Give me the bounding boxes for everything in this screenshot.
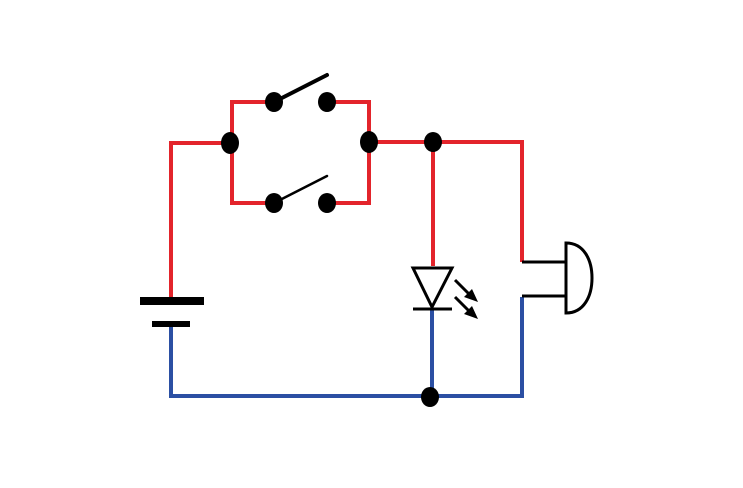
switch-terminal xyxy=(318,92,336,112)
wire-battery-to-ground xyxy=(169,297,524,398)
junction-dot xyxy=(421,387,439,407)
switch-lower-icon xyxy=(272,174,329,205)
buzzer-icon xyxy=(522,241,594,315)
junction-dots xyxy=(221,92,442,407)
switch-terminal xyxy=(318,193,336,213)
wire-switches-to-buzzer xyxy=(369,140,524,262)
junction-dot xyxy=(360,131,378,153)
wire-switch-bridge-left xyxy=(230,100,274,205)
led-icon xyxy=(410,266,478,319)
wire-battery-to-switches xyxy=(169,141,230,298)
junction-dot xyxy=(221,132,239,154)
positive-wires xyxy=(169,100,524,298)
switch-terminal xyxy=(265,193,283,213)
wire-switch-bridge-right xyxy=(327,100,371,205)
junction-dot xyxy=(424,132,442,152)
negative-wires xyxy=(169,297,524,398)
battery-icon xyxy=(140,297,204,327)
switch-upper-icon xyxy=(272,73,329,104)
switch-terminal xyxy=(265,92,283,112)
